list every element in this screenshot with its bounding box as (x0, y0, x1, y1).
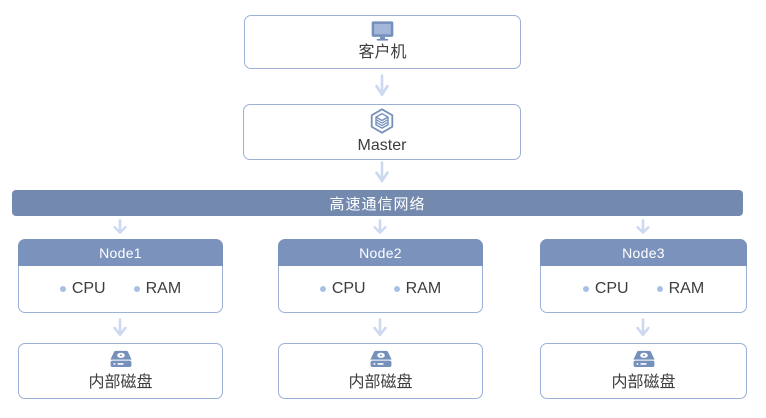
bullet-dot-icon (133, 286, 140, 292)
disk-label: 内部磁盘 (611, 374, 676, 392)
cpu-label: CPU (71, 280, 106, 297)
node-header: Node1 (18, 239, 223, 266)
client-label: 客户机 (358, 44, 407, 62)
network-label: 高速通信网络 (329, 195, 426, 213)
down-arrow-icon (375, 74, 389, 97)
cpu-item: CPU (59, 280, 106, 298)
node-body: CPU RAM (540, 266, 747, 313)
cpu-label: CPU (594, 280, 629, 297)
ram-label: RAM (405, 280, 442, 297)
disk-label: 内部磁盘 (348, 374, 413, 392)
ram-item: RAM (656, 280, 705, 298)
bullet-dot-icon (59, 286, 66, 292)
bullet-dot-icon (393, 286, 400, 292)
down-arrow-icon (373, 318, 387, 337)
disk-box: 内部磁盘 (540, 343, 747, 399)
bullet-dot-icon (582, 286, 589, 292)
monitor-icon (371, 21, 394, 42)
network-bar: 高速通信网络 (12, 190, 743, 216)
ram-item: RAM (393, 280, 442, 298)
hard-drive-icon (632, 351, 655, 368)
bullet-dot-icon (656, 286, 663, 292)
down-arrow-icon (375, 161, 389, 183)
master-label: Master (357, 137, 407, 155)
ram-label: RAM (145, 280, 182, 297)
down-arrow-icon (113, 318, 127, 337)
hard-drive-icon (109, 351, 132, 368)
node-body: CPU RAM (278, 266, 483, 313)
node-header: Node3 (540, 239, 747, 266)
bullet-dot-icon (319, 286, 326, 292)
down-arrow-icon (373, 219, 387, 234)
down-arrow-icon (113, 219, 127, 234)
cpu-item: CPU (582, 280, 629, 298)
down-arrow-icon (636, 318, 650, 337)
disk-box: 内部磁盘 (278, 343, 483, 399)
hard-drive-icon (369, 351, 392, 368)
cpu-item: CPU (319, 280, 366, 298)
node-box: Node1 CPU RAM (18, 239, 223, 313)
cube-server-icon (370, 108, 394, 134)
node-body: CPU RAM (18, 266, 223, 313)
cpu-label: CPU (331, 280, 366, 297)
node-box: Node3 CPU RAM (540, 239, 747, 313)
down-arrow-icon (636, 219, 650, 234)
master-box: Master (243, 104, 521, 160)
disk-box: 内部磁盘 (18, 343, 223, 399)
ram-item: RAM (133, 280, 182, 298)
node-box: Node2 CPU RAM (278, 239, 483, 313)
client-box: 客户机 (244, 15, 521, 69)
disk-label: 内部磁盘 (88, 374, 153, 392)
ram-label: RAM (668, 280, 705, 297)
node-header: Node2 (278, 239, 483, 266)
